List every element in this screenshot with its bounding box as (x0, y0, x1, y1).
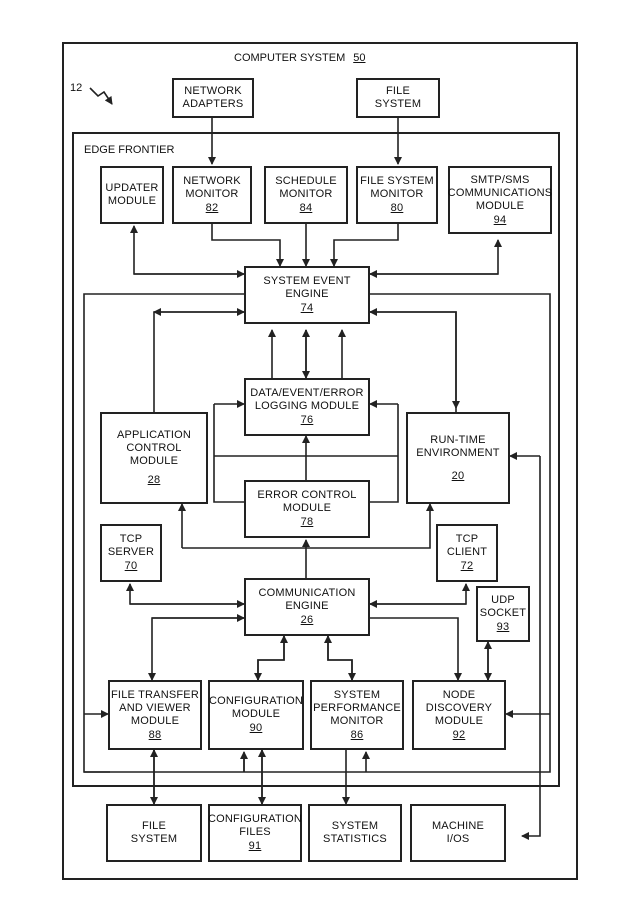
network-adapters-box: NETWORK ADAPTERS (172, 78, 254, 118)
network-monitor-box: NETWORK MONITOR 82 (172, 166, 252, 224)
machine-ios-box: MACHINE I/Os (410, 804, 506, 862)
tcp-client-box: TCP CLIENT 72 (436, 524, 498, 582)
edge-frontier-label: EDGE FRONTIER (84, 144, 175, 156)
file-system-monitor-box: FILE SYSTEM MONITOR 80 (356, 166, 438, 224)
system-performance-monitor-box: SYSTEM PERFORMANCE MONITOR 86 (310, 680, 404, 750)
application-control-module-box: APPLICATION CONTROL MODULE 28 (100, 412, 208, 504)
file-transfer-viewer-module-box: FILE TRANSFER AND VIEWER MODULE 88 (108, 680, 202, 750)
error-control-module-box: ERROR CONTROL MODULE 78 (244, 480, 370, 538)
configuration-module-box: CONFIGURATION MODULE 90 (208, 680, 304, 750)
runtime-environment-box: RUN-TIME ENVIRONMENT 20 (406, 412, 510, 504)
communication-engine-box: COMMUNICATION ENGINE 26 (244, 578, 370, 636)
smtp-sms-module-box: SMTP/SMS COMMUNICATIONS MODULE 94 (448, 166, 552, 234)
file-system-top-box: FILE SYSTEM (356, 78, 440, 118)
figure-ref-label: 12 (70, 82, 83, 94)
computer-system-ref: 50 (353, 52, 366, 64)
file-system-bottom-box: FILE SYSTEM (106, 804, 202, 862)
configuration-files-box: CONFIGURATION FILES 91 (208, 804, 302, 862)
updater-module-box: UPDATER MODULE (100, 166, 164, 224)
computer-system-boundary (62, 42, 578, 880)
tcp-server-box: TCP SERVER 70 (100, 524, 162, 582)
schedule-monitor-box: SCHEDULE MONITOR 84 (264, 166, 348, 224)
udp-socket-box: UDP SOCKET 93 (476, 586, 530, 642)
system-statistics-box: SYSTEM STATISTICS (308, 804, 402, 862)
edge-frontier-boundary (72, 132, 560, 787)
logging-module-box: DATA/EVENT/ERROR LOGGING MODULE 76 (244, 378, 370, 436)
node-discovery-module-box: NODE DISCOVERY MODULE 92 (412, 680, 506, 750)
system-event-engine-box: SYSTEM EVENT ENGINE 74 (244, 266, 370, 324)
